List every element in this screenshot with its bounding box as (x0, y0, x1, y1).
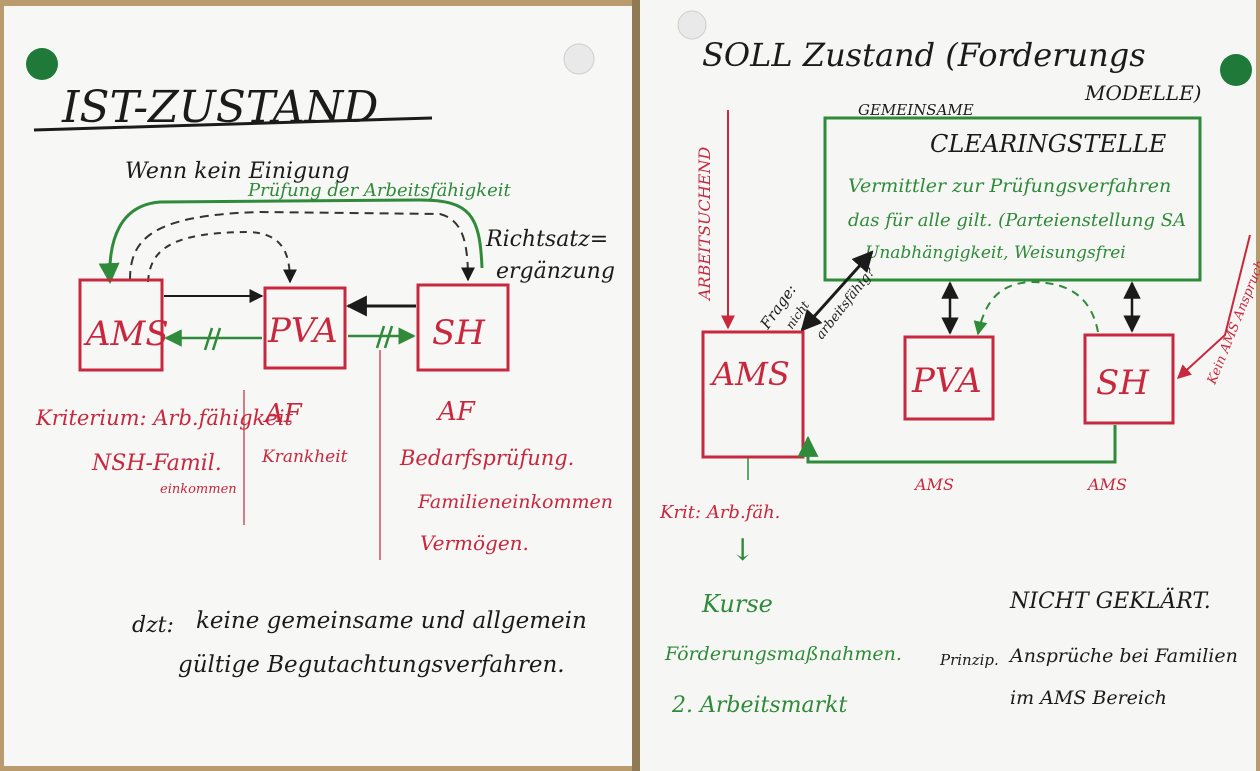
sh-box-label: SH (432, 313, 486, 353)
sh-col-line3: Familieneinkommen (417, 491, 613, 513)
richtsatz-line1: Richtsatz= (485, 227, 608, 252)
krit-label: Krit: Arb.fäh. (659, 502, 780, 523)
pva-col-af: AF (263, 399, 303, 429)
small-red-mark-1: AMS (913, 475, 954, 494)
kriterium-line2: NSH-Famil. (91, 451, 222, 476)
richtsatz-line2: ergänzung (496, 259, 615, 284)
blocked-mark (375, 325, 386, 349)
clearing-line2: das für alle gilt. (Parteienstellung SA (848, 210, 1186, 231)
sh-col-line4: Vermögen. (420, 531, 529, 555)
left-sheet: IST-ZUSTAND Wenn kein Einigung Prüfung d… (33, 82, 615, 678)
foerder-label: Förderungsmaßnahmen. (664, 643, 902, 665)
sh-box (416, 283, 510, 372)
arc-label: Prüfung der Arbeitsfähigkeit (247, 180, 511, 201)
ams-box (78, 278, 164, 372)
right-sheet: SOLL Zustand (Forderungs MODELLE) GEMEIN… (659, 36, 1260, 718)
gemeinsame-label: GEMEINSAME (858, 101, 974, 119)
pva-box-label: PVA (267, 311, 338, 351)
blocked-mark (383, 325, 394, 349)
white-pin-icon (563, 43, 595, 75)
ams-box-label: AMS (709, 355, 790, 393)
pva-col-krankheit: Krankheit (261, 447, 348, 467)
kurse-label: Kurse (701, 590, 773, 618)
dashed-arc-arrow (129, 210, 475, 282)
pva-box (263, 286, 347, 370)
pva-box (903, 335, 995, 421)
nicht-geklaert-label: NICHT GEKLÄRT. (1009, 587, 1211, 614)
kriterium-line3: einkommen (160, 482, 237, 497)
title-underline (33, 116, 433, 132)
note-top: Wenn kein Einigung (125, 159, 350, 184)
green-arc-arrow (98, 198, 484, 285)
small-red-mark-2: AMS (1086, 475, 1127, 494)
sh-to-ams-arrow (797, 425, 1117, 464)
pva-box-label: PVA (911, 361, 982, 401)
down-arrow-icon: ↓ (730, 533, 755, 568)
green-pin-icon (26, 48, 58, 80)
sh-box-label: SH (1096, 363, 1150, 403)
blocked-mark (211, 327, 222, 351)
ams-box (701, 330, 805, 459)
ansprueche-line2: im AMS Bereich (1010, 687, 1167, 709)
green-pin-icon (1220, 54, 1252, 86)
sh-to-pva-arc (973, 280, 1099, 336)
clearing-line3: Unabhängigkeit, Weisungsfrei (865, 243, 1126, 263)
conclusion-line1: keine gemeinsame und allgemein (196, 608, 587, 634)
white-pin-icon (677, 10, 707, 40)
prinzip-label: Prinzip. (939, 651, 999, 669)
arbeitsuchend-label: ARBEITSUCHEND (695, 147, 714, 302)
conclusion-line2: gültige Begutachtungsverfahren. (178, 652, 565, 678)
clearing-title: CLEARINGSTELLE (930, 130, 1167, 158)
arbeitsmarkt-label: 2. Arbeitsmarkt (671, 693, 847, 718)
sh-box (1083, 333, 1175, 425)
right-paper (640, 0, 1256, 771)
ams-box-label: AMS (83, 314, 169, 354)
clearing-box (823, 116, 1202, 282)
ansprueche-line1: Ansprüche bei Familien (1008, 645, 1238, 667)
kein-ams-arrow (1176, 234, 1251, 379)
sh-col-line2: Bedarfsprüfung. (399, 446, 574, 470)
conclusion-prefix: dzt: (132, 613, 174, 638)
dashed-arc-arrow (147, 230, 297, 284)
right-title-line1: SOLL Zustand (Forderungs (702, 36, 1146, 74)
kriterium-line1: Kriterium: Arb.fähigkeit (35, 406, 293, 430)
clearing-line1: Vermittler zur Prüfungsverfahren (848, 175, 1171, 197)
ams-clearing-arrow (800, 250, 874, 332)
left-paper (4, 6, 632, 766)
blocked-mark (203, 327, 214, 351)
sh-col-af: AF (436, 397, 476, 427)
sheet-gap (632, 0, 640, 771)
right-title-line2: MODELLE) (1084, 81, 1201, 105)
